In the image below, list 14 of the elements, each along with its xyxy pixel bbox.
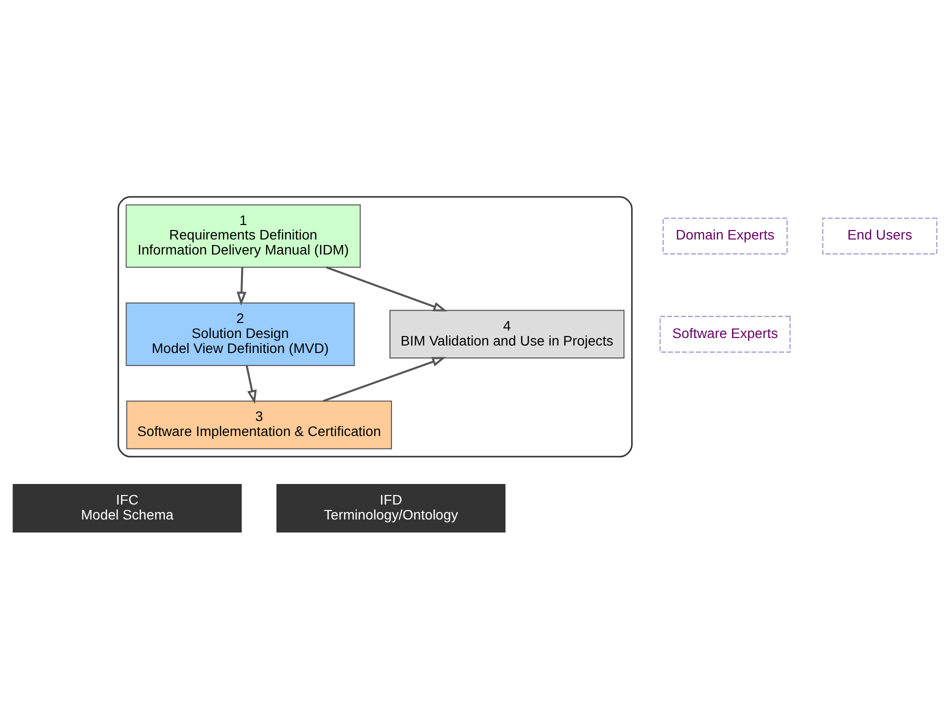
cluster <box>118 196 633 458</box>
arrow <box>246 365 257 404</box>
node-box: Domain Experts <box>662 218 788 254</box>
node-box: End Users <box>822 218 938 254</box>
node-box: Software Experts <box>660 316 791 353</box>
arrow <box>326 266 448 312</box>
node-box: IFD Terminology/Ontology <box>276 484 506 533</box>
node-box: 4 BIM Validation and Use in Projects <box>389 310 624 359</box>
node-box: 1 Requirements Definition Information Delivery Manual (IDM) <box>126 204 361 268</box>
arrow <box>236 267 246 306</box>
arrow <box>322 357 446 402</box>
node-box: IFC Model Schema <box>12 484 242 533</box>
node-box: 2 Solution Design Model View Definition (MVD) <box>126 302 355 366</box>
node-box: 3 Software Implementation & Certification <box>126 400 392 450</box>
